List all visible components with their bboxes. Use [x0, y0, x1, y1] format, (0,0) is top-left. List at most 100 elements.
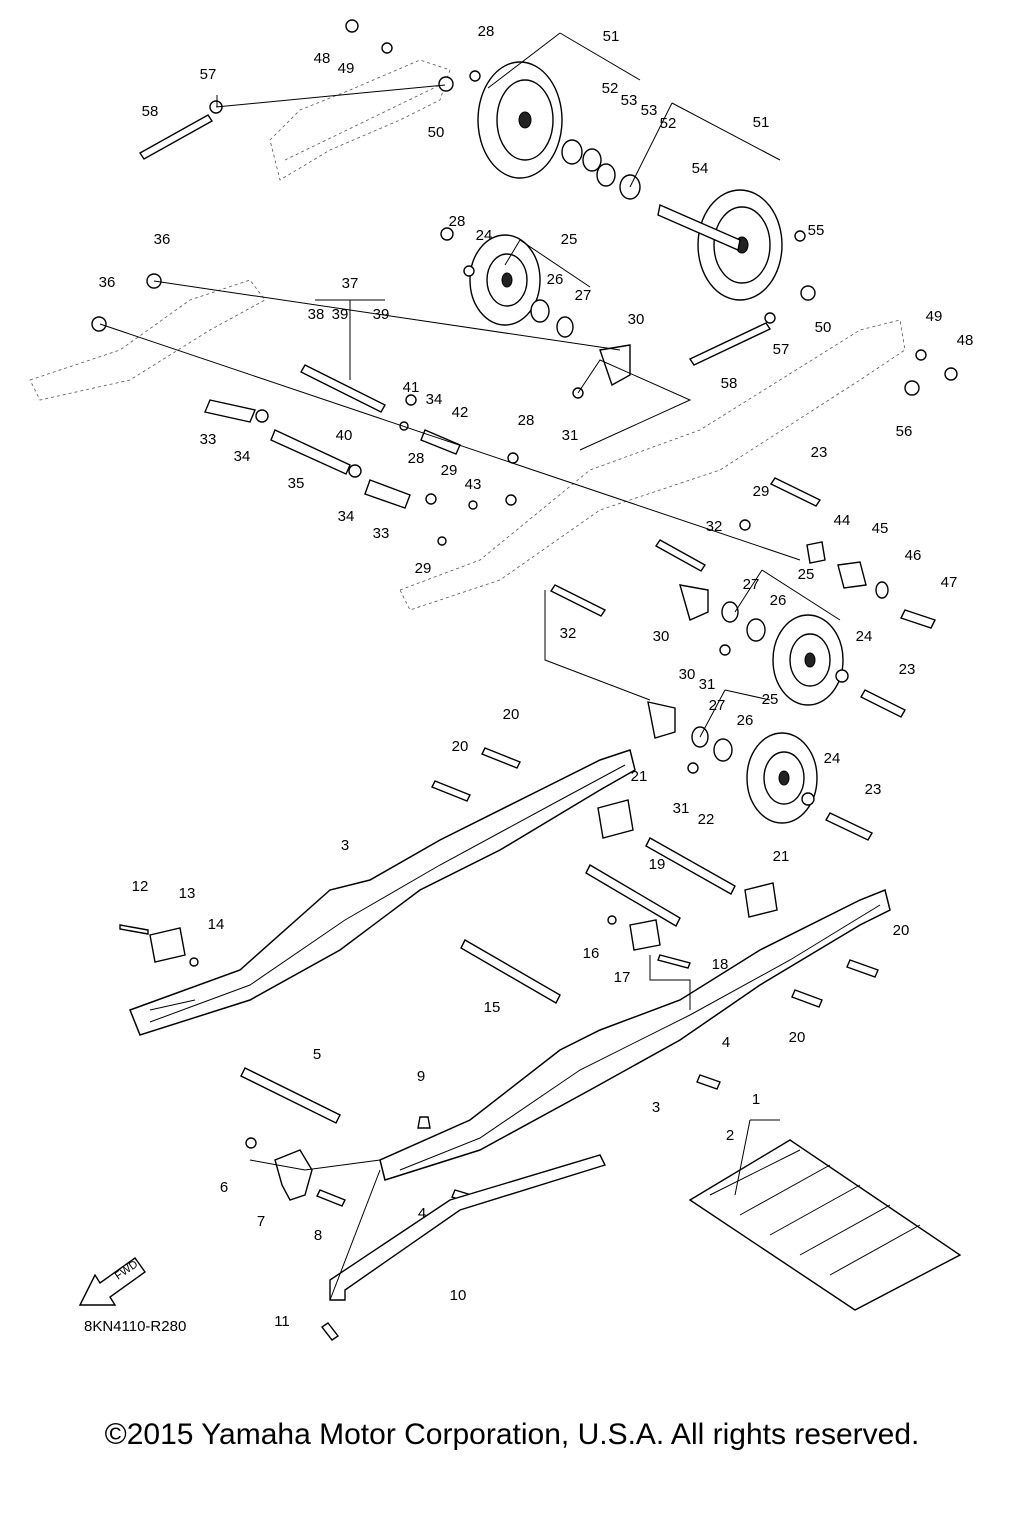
- part-label: 31: [699, 676, 716, 693]
- part-label: 53: [621, 92, 638, 109]
- part-label: 27: [709, 697, 726, 714]
- part-label: 23: [865, 781, 882, 798]
- part-label: 20: [452, 738, 469, 755]
- part-label: 3: [341, 837, 349, 854]
- part-label: 13: [179, 885, 196, 902]
- part-label: 33: [200, 431, 217, 448]
- part-label: 31: [562, 427, 579, 444]
- part-label: 20: [503, 706, 520, 723]
- part-label: 12: [132, 878, 149, 895]
- part-label: 44: [834, 512, 851, 529]
- part-label: 28: [478, 23, 495, 40]
- part-label: 9: [417, 1068, 425, 1085]
- part-label: 51: [753, 114, 770, 131]
- part-label: 27: [743, 576, 760, 593]
- part-label: 11: [274, 1313, 290, 1330]
- part-label: 8: [314, 1227, 322, 1244]
- part-label: 18: [712, 956, 729, 973]
- part-label: 28: [449, 213, 466, 230]
- part-label: 25: [762, 691, 779, 708]
- part-label: 31: [673, 800, 690, 817]
- part-label: 26: [770, 592, 787, 609]
- part-label: 28: [518, 412, 535, 429]
- part-label: 30: [628, 311, 645, 328]
- part-label: 20: [893, 922, 910, 939]
- part-label: 46: [905, 547, 922, 564]
- copyright-notice: ©2015 Yamaha Motor Corporation, U.S.A. A…: [104, 1418, 920, 1451]
- part-label: 32: [560, 625, 577, 642]
- part-label: 28: [408, 450, 425, 467]
- idler-wheel-large-right: [697, 189, 783, 301]
- small-bearings-top: [561, 139, 641, 200]
- part-label: 5: [313, 1046, 321, 1063]
- part-label: 48: [957, 332, 974, 349]
- leader-lines: [99, 32, 841, 1301]
- part-label: 40: [336, 427, 353, 444]
- part-label: 58: [721, 375, 738, 392]
- idler-wheel-upper: [440, 227, 574, 338]
- rear-axle: [657, 204, 741, 251]
- part-labels: 1 2 3 3 4 4 5 6 7 8 9 10 11 12 13 14 15 …: [99, 23, 974, 1330]
- part-label: 30: [679, 666, 696, 683]
- part-label: 15: [484, 999, 501, 1016]
- arm-bracket-30-upper: [572, 344, 631, 399]
- part-label: 45: [872, 520, 889, 537]
- middle-frame-left: [29, 279, 266, 401]
- part-label: 24: [476, 227, 493, 244]
- part-label: 39: [332, 306, 349, 323]
- upper-rear-frame: [269, 59, 451, 181]
- part-label: 34: [426, 391, 443, 408]
- idler-wheel-middle: [679, 584, 906, 718]
- part-label: 49: [926, 308, 943, 325]
- slide-rail-left: [129, 749, 636, 1036]
- part-label: 17: [614, 969, 631, 986]
- part-label: 20: [789, 1029, 806, 1046]
- part-label: 19: [649, 856, 666, 873]
- part-label: 36: [99, 274, 116, 291]
- part-label: 25: [798, 566, 815, 583]
- middle-frame-right: [399, 319, 906, 611]
- part-label: 14: [208, 916, 225, 933]
- track-belt: [688, 1139, 962, 1311]
- part-label: 7: [257, 1213, 265, 1230]
- part-label: 47: [941, 574, 958, 591]
- part-label: 26: [737, 712, 754, 729]
- part-label: 30: [653, 628, 670, 645]
- part-label: 37: [342, 275, 359, 292]
- part-label: 50: [815, 319, 832, 336]
- part-label: 23: [811, 444, 828, 461]
- part-label: 1: [752, 1091, 760, 1108]
- part-label: 38: [308, 306, 325, 323]
- part-label: 36: [154, 231, 171, 248]
- part-label: 4: [722, 1034, 730, 1051]
- part-label: 34: [338, 508, 355, 525]
- part-label: 52: [660, 115, 677, 132]
- part-label: 56: [896, 423, 913, 440]
- part-label: 51: [603, 28, 620, 45]
- fwd-arrow-icon: FWD: [78, 1257, 146, 1306]
- part-label: 24: [856, 628, 873, 645]
- bolts-middle: [425, 452, 936, 629]
- bolts-top: [138, 19, 958, 396]
- part-label: 6: [220, 1179, 228, 1196]
- part-label: 41: [403, 379, 420, 396]
- part-label: 33: [373, 525, 390, 542]
- bumper-bracket: [274, 1149, 313, 1201]
- part-label: 54: [692, 160, 709, 177]
- idler-wheel-lower: [647, 701, 873, 841]
- part-label: 27: [575, 287, 592, 304]
- part-label: 32: [706, 518, 723, 535]
- part-label: 29: [415, 560, 432, 577]
- part-label: 49: [338, 60, 355, 77]
- part-label: 21: [631, 768, 648, 785]
- part-label: 35: [288, 475, 305, 492]
- blocks-and-stoppers: [119, 799, 778, 969]
- part-label: 43: [465, 476, 482, 493]
- part-label: 42: [452, 404, 469, 421]
- part-label: 21: [773, 848, 790, 865]
- part-label: 57: [200, 66, 217, 83]
- part-label: 57: [773, 341, 790, 358]
- part-label: 22: [698, 811, 715, 828]
- part-label: 48: [314, 50, 331, 67]
- slider-wear-strip: [329, 1154, 606, 1301]
